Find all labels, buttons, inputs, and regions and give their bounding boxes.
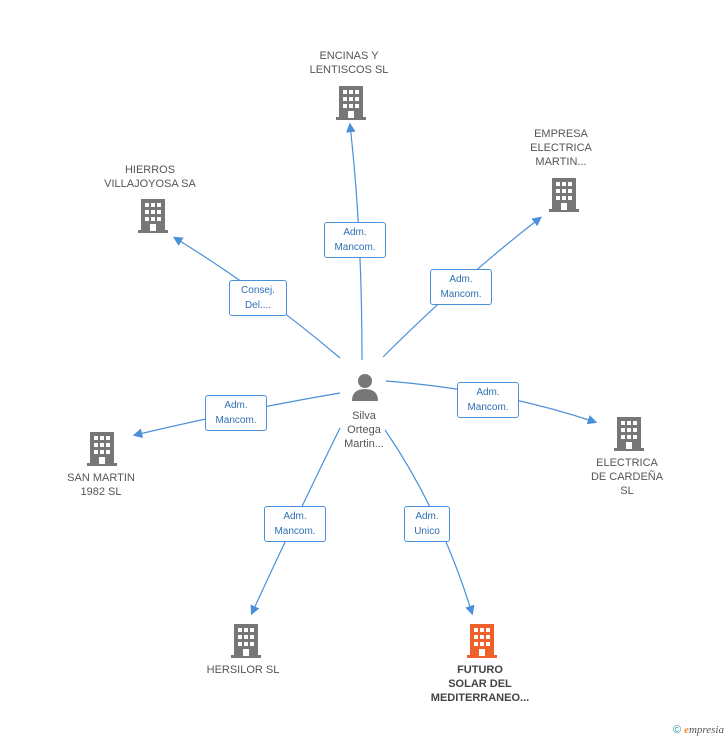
label-line: ELECTRICA xyxy=(530,142,592,154)
person-icon[interactable] xyxy=(350,372,380,402)
center-name-line-2: Ortega xyxy=(347,424,381,436)
building-icon-cardena[interactable] xyxy=(614,417,644,451)
company-label-hierros[interactable]: HIERROS VILLAJOYOSA SA xyxy=(104,163,196,191)
empresia-footer: © empresia xyxy=(673,724,724,736)
building-icon-encinas[interactable] xyxy=(336,86,366,120)
building-icon-hersilor[interactable] xyxy=(231,624,261,658)
label-line: VILLAJOYOSA SA xyxy=(104,178,196,190)
label-line: SAN MARTIN xyxy=(67,472,135,484)
center-name-line-3: Martin... xyxy=(344,438,384,450)
rel-line: Unico xyxy=(414,526,440,537)
label-line: SOLAR DEL xyxy=(448,678,512,690)
relation-badge-sanmartin: Adm. Mancom. xyxy=(205,395,267,431)
label-line: HIERROS xyxy=(124,164,176,176)
relation-badge-hersilor: Adm. Mancom. xyxy=(264,506,326,542)
company-label-encinas[interactable]: ENCINAS Y LENTISCOS SL xyxy=(310,49,389,77)
rel-line: Mancom. xyxy=(274,526,316,537)
company-label-sanmartin[interactable]: SAN MARTIN 1982 SL xyxy=(67,471,135,499)
rel-line: Mancom. xyxy=(215,415,257,426)
relation-badge-encinas: Adm. Mancom. xyxy=(324,222,386,258)
label-line: HERSILOR SL xyxy=(206,664,280,676)
company-label-futuro[interactable]: FUTURO SOLAR DEL MEDITERRANEO... xyxy=(431,663,529,705)
label-line: LENTISCOS SL xyxy=(309,64,389,76)
rel-line: Adm. xyxy=(283,511,307,522)
empresia-logo[interactable]: empresia xyxy=(684,724,724,736)
relation-badge-futuro: Adm. Unico xyxy=(404,506,450,542)
center-person-label[interactable]: Silva Ortega Martin... xyxy=(344,409,384,451)
rel-line: Adm. xyxy=(415,511,439,522)
rel-line: Adm. xyxy=(224,400,248,411)
logo-text: mpresia xyxy=(688,724,724,736)
rel-line: Adm. xyxy=(449,274,473,285)
relation-badge-hierros: Consej. Del.... xyxy=(229,280,287,316)
company-label-hersilor[interactable]: HERSILOR SL xyxy=(207,663,280,677)
rel-line: Adm. xyxy=(476,387,500,398)
center-name-line-1: Silva xyxy=(352,410,376,422)
relation-badge-empresa: Adm. Mancom. xyxy=(430,269,492,305)
building-icon-empresa[interactable] xyxy=(549,178,579,212)
label-line: ENCINAS Y xyxy=(319,50,379,62)
copyright-icon: © xyxy=(672,724,681,736)
building-icon-sanmartin[interactable] xyxy=(87,432,117,466)
label-line: DE CARDEÑA xyxy=(590,471,664,483)
label-line: MARTIN... xyxy=(535,156,587,168)
rel-line: Adm. xyxy=(343,227,367,238)
label-line: FUTURO xyxy=(457,664,503,676)
logo-e: e xyxy=(684,724,689,736)
rel-line: Consej. xyxy=(241,285,275,296)
relation-badge-cardena: Adm. Mancom. xyxy=(457,382,519,418)
company-label-empresa[interactable]: EMPRESA ELECTRICA MARTIN... xyxy=(530,127,592,169)
rel-line: Mancom. xyxy=(440,289,482,300)
building-icon-hierros[interactable] xyxy=(138,199,168,233)
company-label-cardena[interactable]: ELECTRICA DE CARDEÑA SL xyxy=(591,456,663,498)
label-line: SL xyxy=(620,485,634,497)
label-line: MEDITERRANEO... xyxy=(430,692,530,704)
rel-line: Mancom. xyxy=(467,402,509,413)
rel-line: Del.... xyxy=(244,300,272,311)
label-line: ELECTRICA xyxy=(596,457,658,469)
label-line: EMPRESA xyxy=(534,128,588,140)
building-icon-futuro[interactable] xyxy=(467,624,497,658)
rel-line: Mancom. xyxy=(334,242,376,253)
label-line: 1982 SL xyxy=(80,486,122,498)
